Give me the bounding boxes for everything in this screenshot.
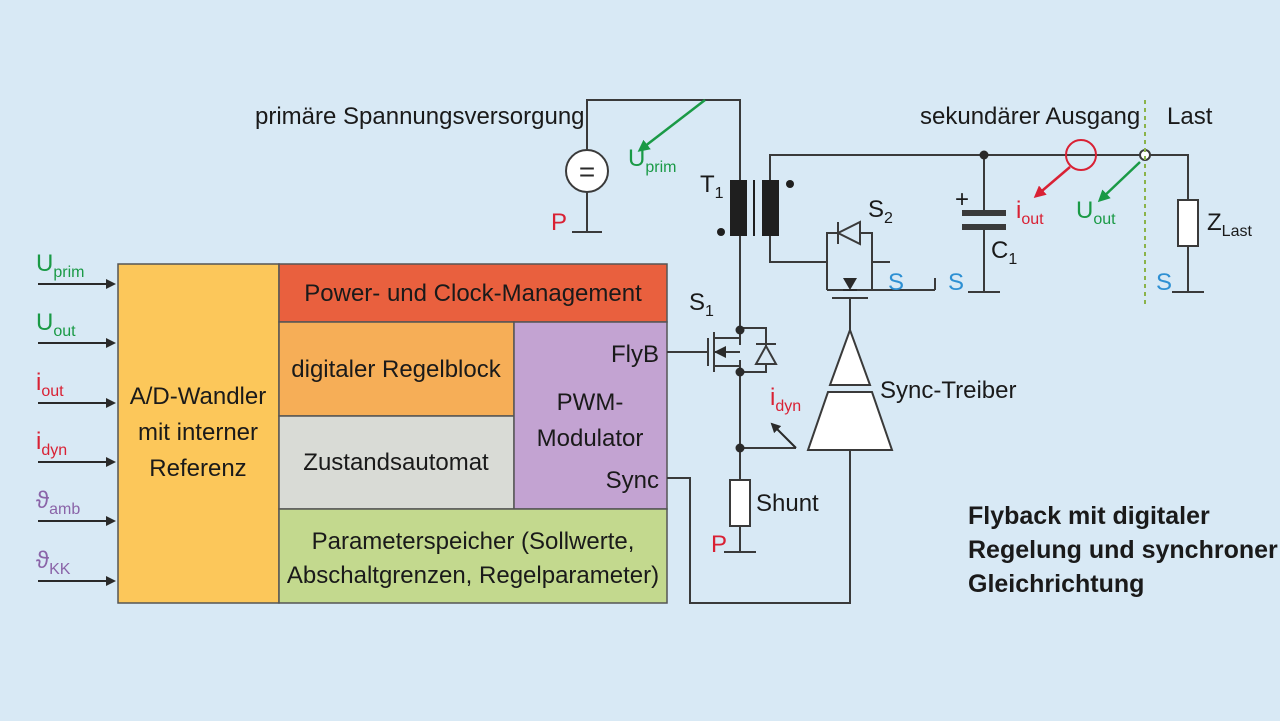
s2-diode xyxy=(835,220,861,246)
s1-label: S1 xyxy=(689,289,714,320)
input-label-uout: Uout xyxy=(36,309,76,340)
uprim-arrow xyxy=(637,99,706,152)
p-label-top: P xyxy=(551,209,567,236)
power-clock-block: Power- und Clock-Management xyxy=(278,263,668,323)
input-label-idyn: idyn xyxy=(36,428,67,459)
iout-label: iout xyxy=(1016,197,1044,228)
transformer-t1 xyxy=(717,180,794,236)
adc-block: A/D-Wandler mit interner Referenz xyxy=(117,263,280,604)
input-label-theta-amb: ϑamb xyxy=(36,487,80,518)
s1-diode xyxy=(754,343,778,365)
supply-source: = xyxy=(565,149,609,193)
uout-label: Uout xyxy=(1076,197,1116,228)
uout-arrow xyxy=(1097,161,1141,203)
zustand-label: Zustandsautomat xyxy=(303,449,489,476)
source-symbol: = xyxy=(579,156,595,187)
adc-inputs xyxy=(38,279,116,586)
load-label: Last xyxy=(1167,103,1213,130)
idyn-label: idyn xyxy=(770,384,801,415)
c1-label: C1 xyxy=(991,237,1017,268)
uprim-label: Uprim xyxy=(628,145,676,176)
pwm-block: PWM- Modulator FlyB Sync xyxy=(513,321,668,510)
p-label-bottom: P xyxy=(711,531,727,558)
regel-block: digitaler Regelblock xyxy=(278,321,515,417)
secondary-wiring xyxy=(769,154,1204,330)
pwm-label-1: PWM- xyxy=(557,389,624,416)
current-probe xyxy=(1065,139,1097,171)
title-line-1: Flyback mit digitaler xyxy=(968,502,1210,530)
sync-driver xyxy=(806,327,894,451)
zlast-label: ZLast xyxy=(1207,209,1252,240)
title-line-3: Gleichrichtung xyxy=(968,570,1144,598)
adc-label-3: Referenz xyxy=(149,455,246,482)
input-label-iout: iout xyxy=(36,369,64,400)
capacitor-c1 xyxy=(962,210,1006,230)
power-clock-label: Power- und Clock-Management xyxy=(304,280,642,307)
idyn-arrow xyxy=(770,422,797,449)
zustand-block: Zustandsautomat xyxy=(278,415,515,510)
s2-label: S2 xyxy=(868,196,893,227)
s-label-1: S xyxy=(888,269,904,296)
input-label-uprim: Uprim xyxy=(36,250,84,281)
secondary-output-label: sekundärer Ausgang xyxy=(920,103,1140,130)
regel-label: digitaler Regelblock xyxy=(291,356,501,383)
pwm-sync-label: Sync xyxy=(606,467,659,494)
s-label-3: S xyxy=(1156,269,1172,296)
primary-supply-label: primäre Spannungsversorgung xyxy=(255,103,585,130)
s-label-2: S xyxy=(948,269,964,296)
adc-label-1: A/D-Wandler xyxy=(130,383,266,410)
param-label-2: Abschaltgrenzen, Regelparameter) xyxy=(287,562,659,589)
param-block: Parameterspeicher (Sollwerte, Abschaltgr… xyxy=(278,508,668,604)
cap-plus: + xyxy=(955,186,969,213)
load-resistor xyxy=(1177,199,1199,247)
pwm-flyb-label: FlyB xyxy=(611,341,659,368)
input-label-theta-kk: ϑKK xyxy=(36,547,71,578)
param-label-1: Parameterspeicher (Sollwerte, xyxy=(312,528,635,555)
diagram-title: Flyback mit digitaler Regelung und synch… xyxy=(968,502,1278,598)
sync-driver-label: Sync-Treiber xyxy=(880,377,1016,404)
pwm-label-2: Modulator xyxy=(537,425,644,452)
iout-arrow xyxy=(1033,166,1071,198)
title-line-2: Regelung und synchroner xyxy=(968,536,1278,564)
shunt-label: Shunt xyxy=(756,490,819,517)
t1-label: T1 xyxy=(700,171,724,202)
adc-label-2: mit interner xyxy=(138,419,258,446)
shunt-resistor xyxy=(729,479,751,527)
